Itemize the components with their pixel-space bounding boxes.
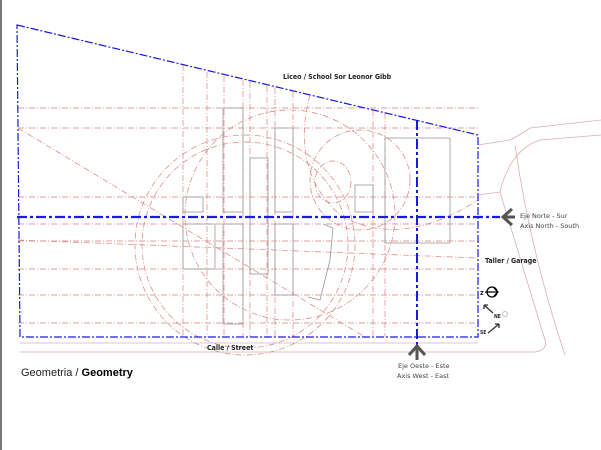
axis-ns-label-en: Axis North - South [520, 222, 579, 230]
street-outline [20, 119, 601, 356]
property-boundary [16, 24, 479, 338]
ne-sun-arrow-icon [483, 304, 494, 314]
svg-text:NE: NE [494, 314, 501, 320]
street-label: Calle / Street [207, 344, 253, 352]
garage-label: Taller / Garage [485, 257, 537, 265]
se-sun-arrow-icon [487, 323, 500, 334]
svg-text:z: z [480, 289, 484, 297]
geometry-guides [17, 65, 479, 356]
building-volumes [182, 107, 451, 325]
sun-icon [502, 311, 508, 317]
axis-west-east-arrow-icon [407, 343, 427, 360]
page-edge [0, 0, 2, 450]
north-compass-icon: z [480, 286, 499, 298]
figure-caption: Geometria / Geometry [21, 367, 133, 379]
caption-spanish: Geometria / [21, 367, 82, 379]
axis-ns-label-es: Eje Norte - Sur [520, 212, 568, 220]
axis-north-south-arrow-icon [500, 207, 515, 227]
axis-we-label-es: Eje Oeste - Este [398, 362, 450, 370]
caption-english: Geometry [81, 367, 133, 379]
axis-we-label-en: Axis West - East [397, 372, 449, 380]
svg-text:SE: SE [480, 330, 486, 336]
school-label: Liceo / School Sor Leonor Gibb [283, 73, 392, 81]
